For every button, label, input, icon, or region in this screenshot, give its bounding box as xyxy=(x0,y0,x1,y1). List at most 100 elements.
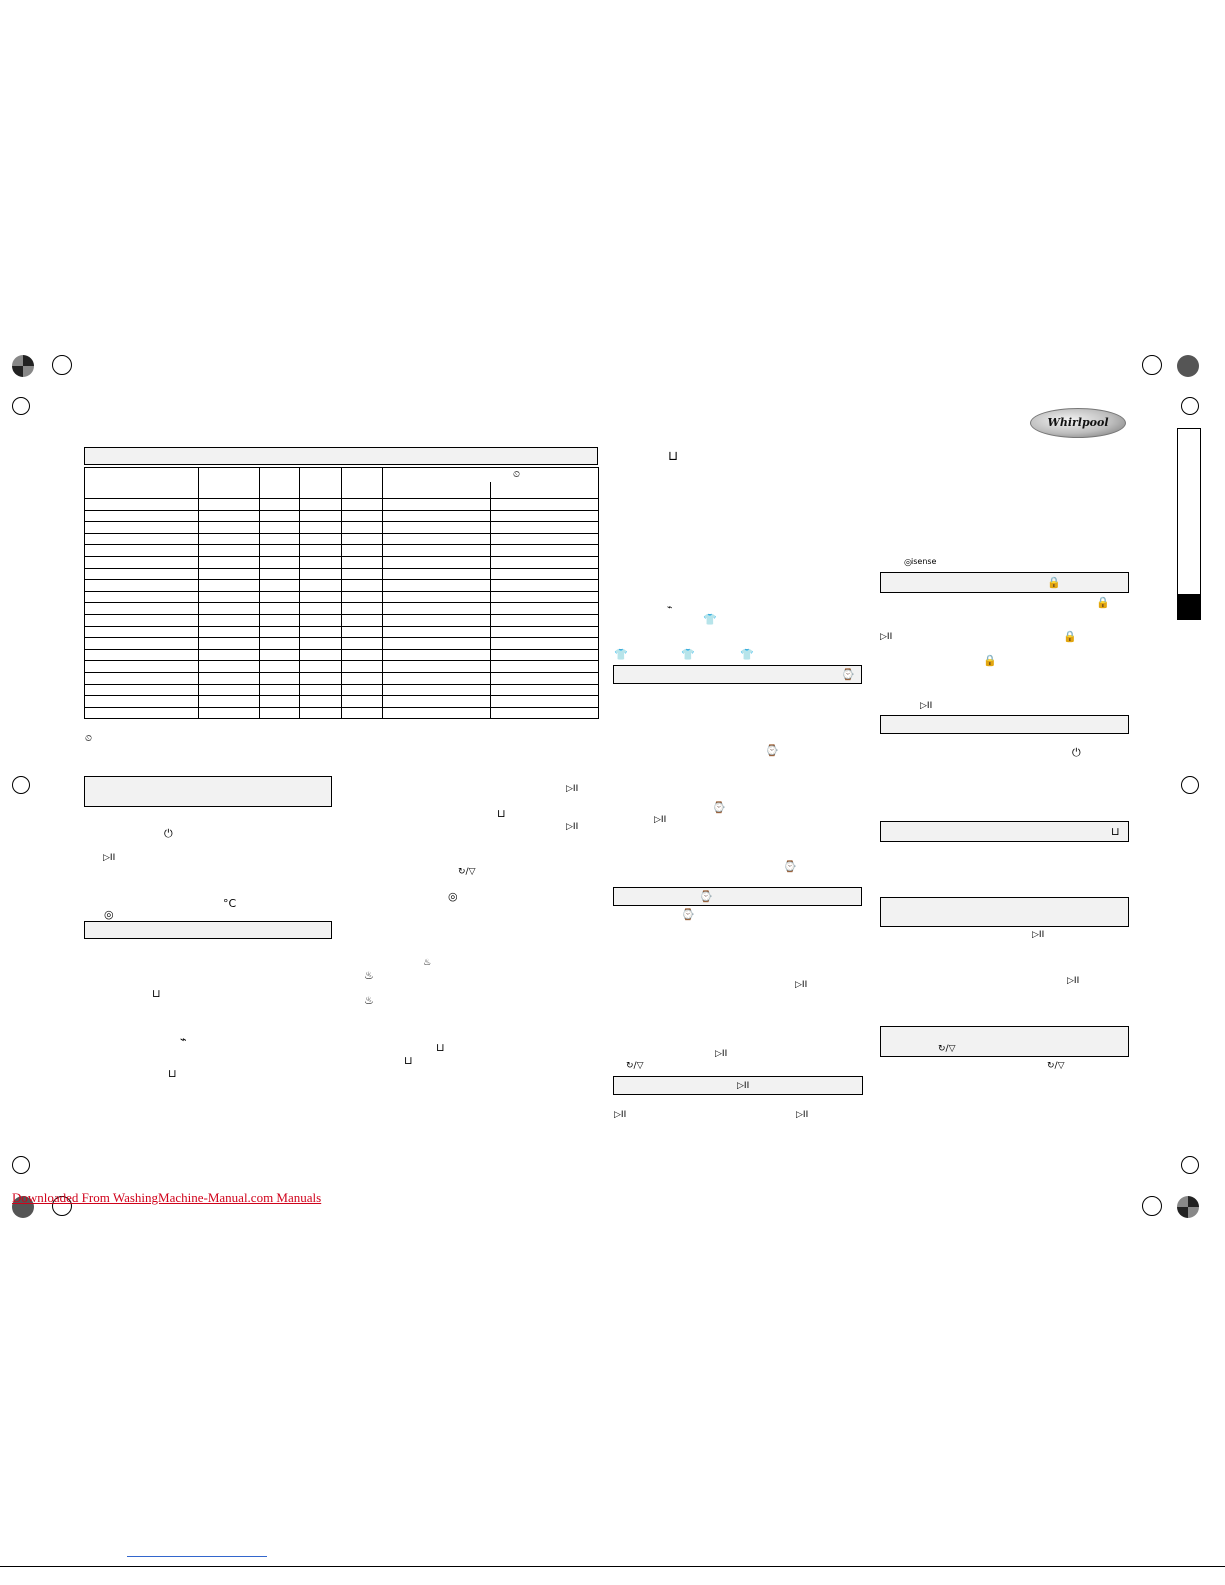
table-cell xyxy=(341,590,383,604)
table-cell xyxy=(341,660,383,673)
table-row xyxy=(84,521,599,534)
power-icon-2: ⏻ xyxy=(1072,746,1081,759)
temperature-icon: °C xyxy=(223,897,237,910)
table-cell xyxy=(259,671,300,685)
rinse-spin-icon-3: ↻/▽ xyxy=(1047,1061,1065,1071)
table-cell xyxy=(259,579,300,592)
table-cell xyxy=(299,706,342,720)
table-cell xyxy=(299,509,342,523)
registration-mark-top-left-disc xyxy=(12,355,34,377)
table-row xyxy=(84,648,599,662)
table-cell xyxy=(299,671,342,685)
registration-mark-bottom-right-disc xyxy=(1177,1196,1199,1218)
table-cell xyxy=(259,648,300,662)
registration-mark-top-right-disc xyxy=(1177,355,1199,377)
table-cell xyxy=(299,660,342,673)
rinse-spin-icon-2: ↻/▽ xyxy=(626,1061,644,1071)
table-row xyxy=(84,613,599,627)
table-cell xyxy=(490,683,599,697)
table-cell xyxy=(382,648,491,662)
table-cell xyxy=(259,602,300,615)
table-cell xyxy=(382,671,491,685)
soak-icon: ⊔ xyxy=(404,1054,413,1067)
table-cell xyxy=(198,567,260,581)
spin-icon-2: ◎ xyxy=(448,890,458,903)
table-cell xyxy=(198,671,260,685)
table-cell xyxy=(198,637,260,650)
table-cell xyxy=(341,706,383,720)
table-cell xyxy=(382,567,491,581)
table-cell xyxy=(490,544,599,557)
steam-icon-2: ♨ xyxy=(364,969,374,982)
header-cell-4 xyxy=(299,467,342,499)
table-cell xyxy=(259,613,300,627)
table-cell xyxy=(490,660,599,673)
table-cell xyxy=(382,579,491,592)
table-cell xyxy=(84,671,199,685)
table-cell xyxy=(490,695,599,708)
table-cell xyxy=(299,567,342,581)
delay-icon: ⌚ xyxy=(765,744,779,757)
table-cell xyxy=(490,521,599,534)
table-row xyxy=(84,602,599,615)
table-cell xyxy=(490,613,599,627)
steam-icon-3: ♨ xyxy=(364,994,374,1007)
download-source-link[interactable]: Downloaded From WashingMachine-Manual.co… xyxy=(12,1190,322,1205)
table-cell xyxy=(490,648,599,662)
info-box-left-1 xyxy=(84,776,332,807)
table-cell xyxy=(299,602,342,615)
delay-icon-2: ⌚ xyxy=(712,801,726,814)
table-cell xyxy=(382,706,491,720)
start-pause-icon-4: ▷II xyxy=(654,815,667,825)
table-cell xyxy=(382,498,491,511)
table-cell xyxy=(259,625,300,639)
table-cell xyxy=(490,706,599,720)
table-cell xyxy=(84,579,199,592)
start-pause-icon-box: ▷II xyxy=(737,1081,750,1091)
table-cell xyxy=(490,590,599,604)
info-box-right-5 xyxy=(880,1026,1129,1057)
header-cell-programme xyxy=(84,467,199,499)
table-cell xyxy=(259,509,300,523)
table-cell xyxy=(382,625,491,639)
table-cell xyxy=(382,555,491,569)
table-cell xyxy=(341,683,383,697)
info-box-start xyxy=(613,1076,863,1095)
table-cell xyxy=(341,637,383,650)
table-row xyxy=(84,532,599,546)
table-cell xyxy=(84,648,199,662)
table-cell xyxy=(259,706,300,720)
power-icon: ⏻ xyxy=(164,827,173,840)
start-pause-icon-3: ▷II xyxy=(566,822,579,832)
table-cell xyxy=(490,625,599,639)
wave-icon: ⌁ xyxy=(667,603,673,613)
table-cell xyxy=(341,532,383,546)
table-cell xyxy=(299,590,342,604)
table-cell xyxy=(490,532,599,546)
programme-table-body xyxy=(84,498,599,720)
table-row xyxy=(84,660,599,673)
table-cell xyxy=(84,695,199,708)
table-cell xyxy=(84,637,199,650)
table-row xyxy=(84,498,599,511)
table-cell xyxy=(259,521,300,534)
registration-mark-bottom-left-disc xyxy=(12,1196,34,1218)
start-pause-icon-10: ▷II xyxy=(920,701,933,711)
table-cell xyxy=(490,602,599,615)
start-pause-icon-6: ▷II xyxy=(715,1049,728,1059)
table-cell xyxy=(382,521,491,534)
table-cell xyxy=(341,498,383,511)
table-cell xyxy=(299,683,342,697)
table-cell xyxy=(299,648,342,662)
spin-icon: ◎ xyxy=(104,908,114,921)
table-cell xyxy=(84,567,199,581)
start-pause-icon-2: ▷II xyxy=(566,784,579,794)
info-box-right-4 xyxy=(880,897,1129,927)
bottom-link-underline[interactable] xyxy=(127,1556,267,1557)
header-cell-duration: ⏲ xyxy=(382,467,599,499)
shirt-stain-icon: 👕 xyxy=(703,613,717,626)
info-box-right-3 xyxy=(880,821,1129,842)
table-cell xyxy=(341,671,383,685)
table-row xyxy=(84,590,599,604)
table-cell xyxy=(198,498,260,511)
